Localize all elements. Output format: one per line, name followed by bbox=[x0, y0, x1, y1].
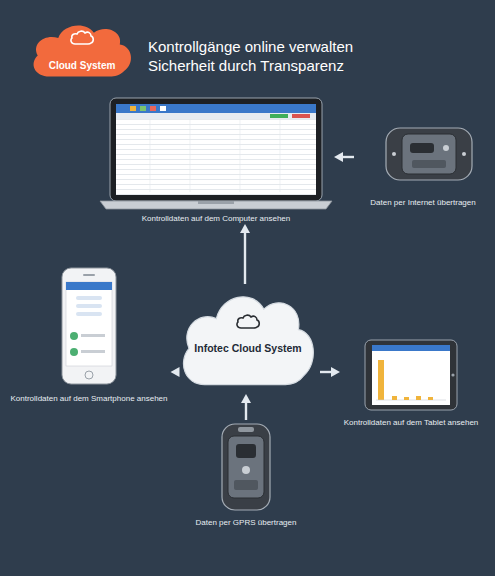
gprs-node: Daten per GPRS übertragen bbox=[193, 420, 300, 528]
device-caption: Kontrolldaten auf dem Computer ansehen bbox=[98, 214, 334, 224]
flow-arrow bbox=[334, 152, 354, 162]
flow-arrow bbox=[171, 367, 180, 377]
reader-node: Daten per Internet übertragen bbox=[354, 118, 492, 208]
device-caption: Daten per Internet übertragen bbox=[354, 198, 492, 208]
tablet-illustration bbox=[365, 340, 457, 410]
diagram-title: Kontrollgänge online verwalten Sicherhei… bbox=[148, 37, 388, 75]
internet-reader-illustration bbox=[386, 128, 472, 180]
smartphone-node: Kontrolldaten auf dem Smartphone ansehen bbox=[8, 264, 171, 404]
cloud-icon bbox=[69, 30, 95, 46]
logo-cloud: Cloud System bbox=[28, 18, 136, 82]
cloud-label: Infotec Cloud System bbox=[176, 342, 320, 354]
cloud-outline bbox=[176, 284, 320, 394]
cloud-outline bbox=[28, 18, 136, 82]
gprs-reader-illustration bbox=[222, 424, 270, 510]
cloud-label: Cloud System bbox=[28, 60, 136, 71]
device-caption: Daten per GPRS übertragen bbox=[193, 518, 300, 528]
flow-arrow bbox=[240, 224, 250, 284]
device-caption: Kontrolldaten auf dem Smartphone ansehen bbox=[8, 394, 171, 404]
tablet-node: Kontrolldaten auf dem Tablet ansehen bbox=[340, 336, 482, 428]
cloud-icon bbox=[235, 314, 261, 330]
laptop-illustration bbox=[100, 98, 332, 209]
smartphone-illustration bbox=[62, 268, 116, 384]
laptop-node: Kontrolldaten auf dem Computer ansehen bbox=[98, 96, 334, 224]
flow-arrow bbox=[320, 367, 340, 377]
central-cloud: Infotec Cloud System bbox=[176, 284, 320, 394]
flow-arrow bbox=[241, 394, 251, 420]
device-caption: Kontrolldaten auf dem Tablet ansehen bbox=[340, 418, 482, 428]
